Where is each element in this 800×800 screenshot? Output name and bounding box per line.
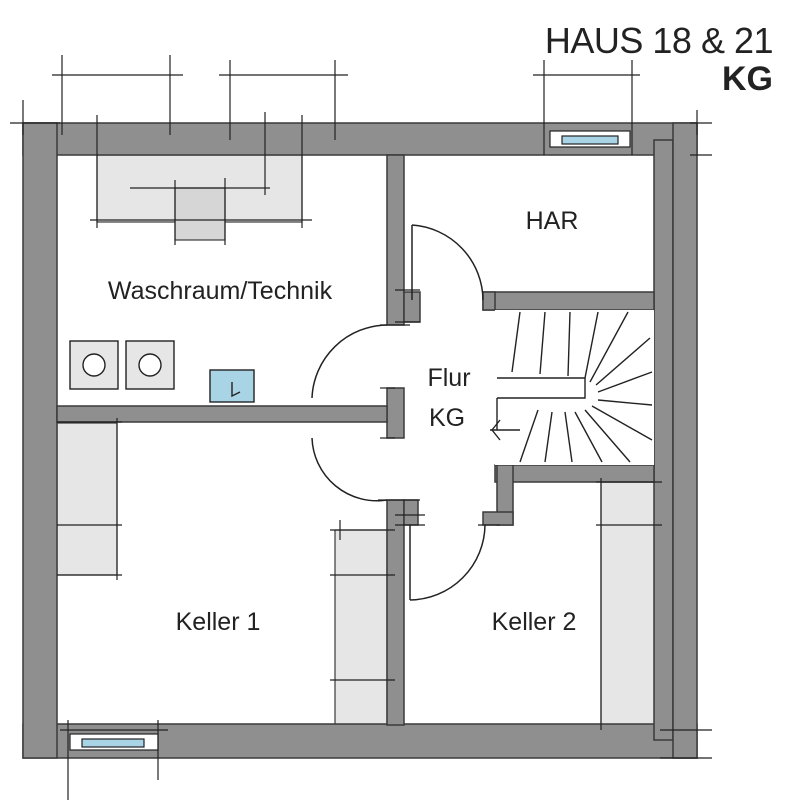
- room-label-keller1: Keller 1: [176, 608, 261, 636]
- shelf-keller1-left: [56, 422, 118, 576]
- doors: [311, 224, 486, 601]
- stair-landing: [495, 310, 654, 465]
- chimney-block: [174, 187, 226, 241]
- wall-waschraum-keller1: [56, 405, 388, 423]
- wall-right-outer: [672, 122, 698, 759]
- room-label-flur: Flur: [427, 364, 470, 392]
- room-label-keller2: Keller 2: [492, 608, 577, 636]
- wall-har-stair: [482, 291, 655, 311]
- wall-left: [22, 122, 58, 759]
- door-waschraum: [311, 324, 388, 399]
- stair: [490, 310, 654, 465]
- room-label-waschraum: Waschraum/Technik: [108, 277, 333, 305]
- wall-stair-bottom: [494, 464, 655, 483]
- door-har: [411, 224, 484, 301]
- wall-center-mid: [386, 387, 405, 439]
- room-label-har: HAR: [526, 207, 579, 235]
- wall-stair-left: [482, 291, 496, 311]
- door-keller1: [311, 437, 388, 502]
- wall-lower-stub: [403, 499, 419, 526]
- windows: [69, 130, 631, 751]
- fixtures: [56, 154, 657, 726]
- dimension-lines: [10, 55, 712, 800]
- window-bottom-left-glass: [81, 738, 145, 748]
- shelf-keller2-right: [600, 481, 657, 726]
- room-labels: Waschraum/Technik HAR Flur KG Keller 1 K…: [108, 207, 578, 636]
- room-label-flur-kg: KG: [429, 404, 465, 432]
- wall-keller2-left-foot: [482, 511, 514, 526]
- door-keller2: [409, 524, 486, 601]
- wall-right-inner: [653, 139, 674, 741]
- wall-center-lower: [386, 499, 405, 726]
- level-title: KG: [722, 60, 773, 98]
- house-title: HAUS 18 & 21: [544, 20, 774, 61]
- shelf-keller1-right: [334, 529, 388, 726]
- appliances: [69, 340, 255, 403]
- title-block: HAUS 18 & 21 KG: [544, 20, 774, 98]
- window-top-right-glass: [561, 135, 619, 145]
- wall-center-upper: [386, 154, 405, 326]
